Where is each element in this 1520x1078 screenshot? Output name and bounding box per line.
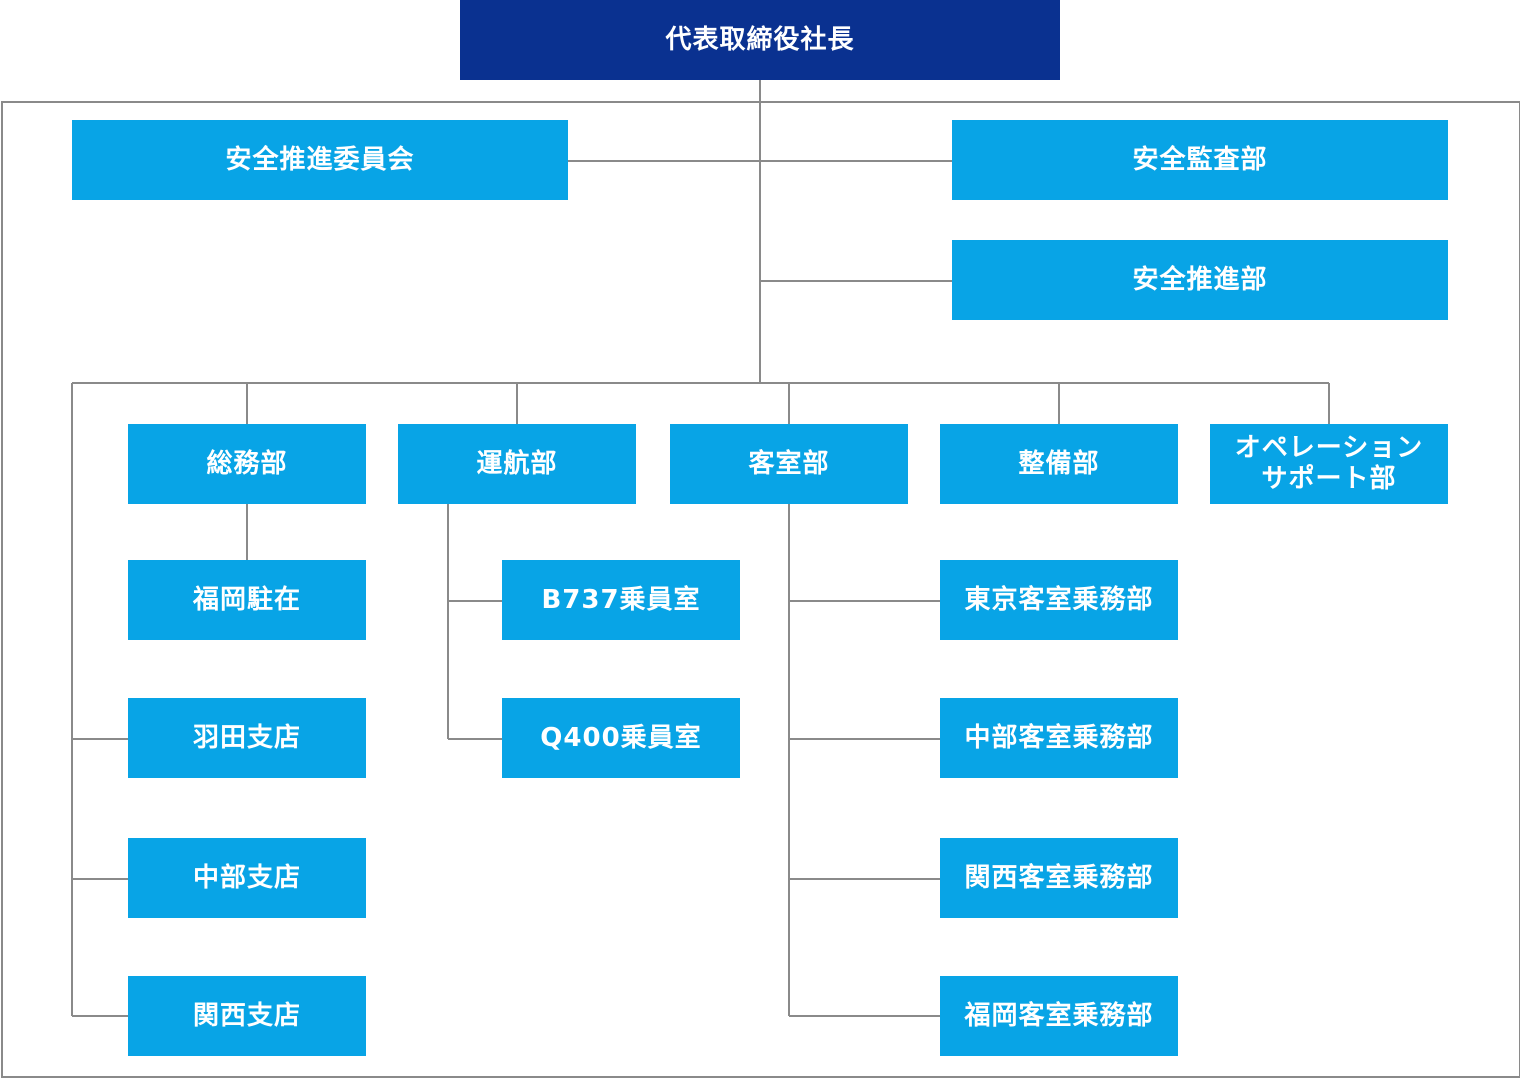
fukuoka-cabin-label: 福岡客室乗務部 xyxy=(964,1000,1154,1031)
safety-audit-label: 安全監査部 xyxy=(1132,144,1268,175)
flight-operations-label: 運航部 xyxy=(476,448,558,479)
president-box: 代表取締役社長 xyxy=(460,0,1060,80)
b737-crew-box: B737乗員室 xyxy=(502,560,740,640)
kansai-cabin-label: 関西客室乗務部 xyxy=(964,862,1154,893)
safety-committee-box: 安全推進委員会 xyxy=(72,120,568,200)
general-affairs-label: 総務部 xyxy=(206,448,288,479)
maintenance-label: 整備部 xyxy=(1018,448,1100,479)
chubu-cabin-label: 中部客室乗務部 xyxy=(964,722,1154,753)
haneda-branch-box: 羽田支店 xyxy=(128,698,366,778)
president-label: 代表取締役社長 xyxy=(665,24,855,55)
safety-promotion-box: 安全推進部 xyxy=(952,240,1448,320)
b737-crew-label: B737乗員室 xyxy=(541,584,701,615)
tokyo-cabin-box: 東京客室乗務部 xyxy=(940,560,1178,640)
kansai-branch-label: 関西支店 xyxy=(192,1000,301,1031)
ops-support-label-line2: サポート部 xyxy=(1261,464,1397,494)
chubu-branch-box: 中部支店 xyxy=(128,838,366,918)
q400-crew-label: Q400乗員室 xyxy=(540,722,702,753)
ops-support-box: オペレーション サポート部 xyxy=(1210,424,1448,504)
q400-crew-box: Q400乗員室 xyxy=(502,698,740,778)
maintenance-box: 整備部 xyxy=(940,424,1178,504)
fukuoka-office-label: 福岡駐在 xyxy=(192,584,301,615)
cabin-label: 客室部 xyxy=(748,448,830,479)
flight-operations-box: 運航部 xyxy=(398,424,636,504)
safety-committee-label: 安全推進委員会 xyxy=(225,144,415,175)
general-affairs-box: 総務部 xyxy=(128,424,366,504)
kansai-branch-box: 関西支店 xyxy=(128,976,366,1056)
kansai-cabin-box: 関西客室乗務部 xyxy=(940,838,1178,918)
ops-support-label: オペレーション サポート部 xyxy=(1235,433,1423,495)
safety-promotion-label: 安全推進部 xyxy=(1132,264,1268,295)
haneda-branch-label: 羽田支店 xyxy=(192,722,301,753)
fukuoka-office-box: 福岡駐在 xyxy=(128,560,366,640)
cabin-box: 客室部 xyxy=(670,424,908,504)
chubu-branch-label: 中部支店 xyxy=(192,862,301,893)
fukuoka-cabin-box: 福岡客室乗務部 xyxy=(940,976,1178,1056)
safety-audit-box: 安全監査部 xyxy=(952,120,1448,200)
tokyo-cabin-label: 東京客室乗務部 xyxy=(964,584,1154,615)
chubu-cabin-box: 中部客室乗務部 xyxy=(940,698,1178,778)
ops-support-label-line1: オペレーション xyxy=(1234,433,1424,463)
